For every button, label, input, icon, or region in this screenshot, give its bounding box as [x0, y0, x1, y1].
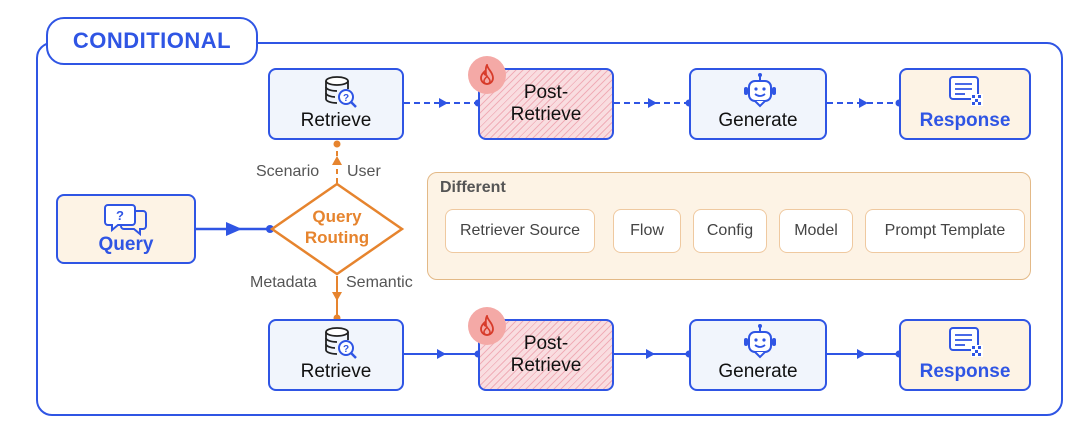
database-search-icon: ? — [325, 327, 357, 359]
bottom-response-label: Response — [919, 361, 1011, 382]
fire-icon — [480, 315, 494, 336]
chip-config: Config — [693, 209, 767, 253]
bottom-post-retrieve-label: Post- Retrieve — [510, 333, 582, 376]
svg-text:?: ? — [343, 344, 349, 355]
chip-flow: Flow — [613, 209, 681, 253]
top-retrieve-node: ? Retrieve — [268, 68, 404, 140]
semantic-label: Semantic — [346, 274, 413, 291]
chip-model: Model — [779, 209, 853, 253]
conditional-title: CONDITIONAL — [46, 17, 258, 65]
bottom-fire-badge — [468, 307, 506, 345]
fire-icon — [480, 64, 494, 85]
different-title: Different — [440, 179, 506, 196]
conditional-frame — [36, 42, 1063, 416]
scenario-label: Scenario — [256, 163, 320, 180]
routing-to-bottom-retrieve — [332, 276, 342, 322]
top-response-node: Response — [899, 68, 1031, 140]
query-node: ? Query — [56, 194, 196, 264]
svg-text:?: ? — [343, 93, 349, 104]
top-generate-label: Generate — [718, 110, 798, 131]
robot-icon — [744, 324, 776, 359]
robot-icon — [744, 73, 776, 108]
bottom-retrieve-label: Retrieve — [300, 361, 372, 382]
top-response-label: Response — [919, 110, 1011, 131]
user-label: User — [347, 163, 381, 180]
bottom-generate-label: Generate — [718, 361, 798, 382]
chip-prompt-template: Prompt Template — [865, 209, 1025, 253]
chip-retriever-source: Retriever Source — [445, 209, 595, 253]
routing-to-top-retrieve — [332, 140, 342, 183]
svg-text:?: ? — [116, 208, 124, 223]
top-fire-badge — [468, 56, 506, 94]
response-doc-icon — [949, 327, 983, 357]
bottom-retrieve-node: ? Retrieve — [268, 319, 404, 391]
metadata-label: Metadata — [250, 274, 317, 291]
bottom-generate-node: Generate — [689, 319, 827, 391]
query-label: Query — [98, 234, 154, 255]
top-retrieve-label: Retrieve — [300, 110, 372, 131]
query-routing-diamond — [269, 182, 405, 276]
database-search-icon: ? — [325, 76, 357, 108]
chat-question-icon: ? — [104, 204, 147, 236]
top-post-retrieve-label: Post- Retrieve — [510, 82, 582, 125]
bottom-response-node: Response — [899, 319, 1031, 391]
response-doc-icon — [949, 76, 983, 106]
top-generate-node: Generate — [689, 68, 827, 140]
query-routing-label: Query Routing — [304, 207, 370, 247]
query-to-routing-arrow — [196, 222, 274, 236]
